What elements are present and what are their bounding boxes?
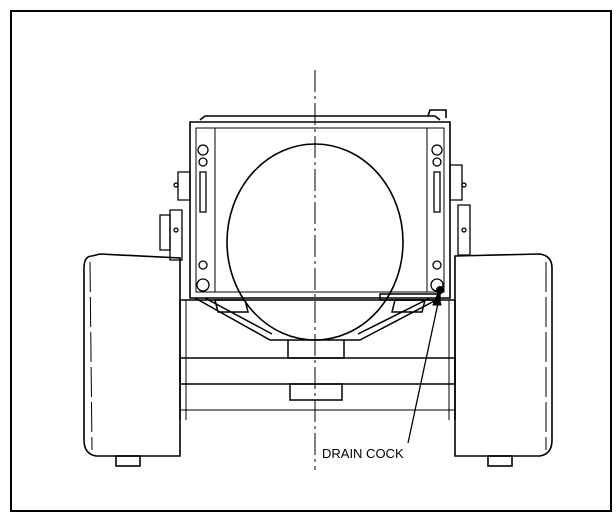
axle-assembly (179, 293, 456, 420)
left-bracket (159, 144, 210, 292)
drain-cock-label: DRAIN COCK (322, 446, 404, 461)
right-tire (454, 253, 553, 467)
frame-border (10, 10, 612, 512)
radiator-frame (189, 109, 451, 299)
drain-cock-leader-line (407, 293, 441, 444)
left-tire (83, 253, 181, 467)
